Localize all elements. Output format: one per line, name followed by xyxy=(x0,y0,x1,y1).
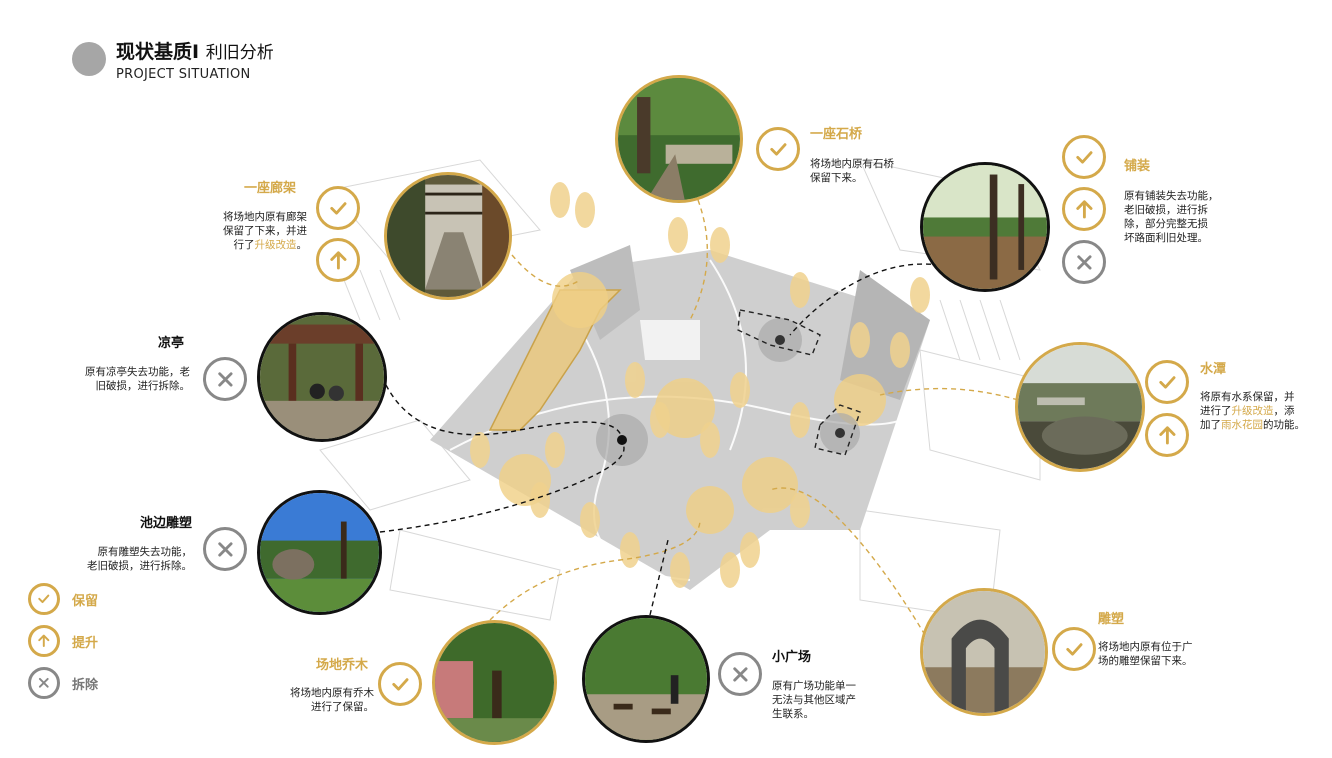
pond-title: 水潭 xyxy=(1200,362,1227,377)
legend-keep-badge xyxy=(28,583,60,615)
photo-trees xyxy=(432,620,557,745)
legend-remove-badge xyxy=(28,667,60,699)
cross-icon xyxy=(217,371,233,387)
pavilion-description: 原有凉亭失去功能，老 旧破损，进行拆除。 xyxy=(85,366,190,392)
legend-keep-label: 保留 xyxy=(72,594,99,609)
pond-upgrade-badge xyxy=(1145,413,1189,457)
plaza-remove-badge xyxy=(718,652,762,696)
pergola-upgrade-badge xyxy=(316,238,360,282)
photo-stone-bridge xyxy=(615,75,743,203)
trees-title: 场地乔木 xyxy=(316,658,369,673)
arrow-up-icon xyxy=(38,634,50,648)
paving-remove-badge xyxy=(1062,240,1106,284)
sculpture-title: 雕塑 xyxy=(1098,612,1125,627)
photo-paving xyxy=(920,162,1050,292)
cross-icon xyxy=(217,541,233,557)
cross-icon xyxy=(39,678,49,688)
pergola-title: 一座廊架 xyxy=(244,181,297,196)
arrow-up-icon xyxy=(1158,425,1176,445)
pergola-description: 将场地内原有廊架 保留了下来，并进 行了升级改造。 xyxy=(223,211,307,251)
trees-keep-badge xyxy=(378,662,422,706)
site-plan-axonometric xyxy=(319,159,1041,621)
photo-pergola xyxy=(384,172,512,300)
photo-sculpture xyxy=(920,588,1048,716)
pond-description: 将原有水系保留，并 进行了升级改造，添 加了雨水花园的功能。 xyxy=(1200,391,1305,431)
pavilion-remove-badge xyxy=(203,357,247,401)
check-icon xyxy=(391,677,409,691)
paving-description: 原有铺装失去功能， 老旧破损，进行拆 除，部分完整无损 坏路面利旧处理。 xyxy=(1124,190,1219,244)
paving-keep-badge xyxy=(1062,135,1106,179)
plaza-title: 小广场 xyxy=(772,650,812,665)
cross-icon xyxy=(732,666,748,682)
check-icon xyxy=(1065,642,1083,656)
pool-sculpture-remove-badge xyxy=(203,527,247,571)
check-icon xyxy=(1075,150,1093,164)
sculpture-description: 将场地内原有位于广 场的雕塑保留下来。 xyxy=(1098,641,1193,667)
plaza-description: 原有广场功能单一 无法与其他区域产 生联系。 xyxy=(772,680,856,720)
check-icon xyxy=(769,142,787,156)
page-subtitle: PROJECT SITUATION xyxy=(116,67,251,82)
legend-upgrade-badge xyxy=(28,625,60,657)
header-bullet xyxy=(72,42,106,76)
photo-pool-sculpture xyxy=(257,490,382,615)
bridge-description: 将场地内原有石桥 保留下来。 xyxy=(810,158,894,184)
pool-sculpture-title: 池边雕塑 xyxy=(140,516,193,531)
sculpture-keep-badge xyxy=(1052,627,1096,671)
bridge-title: 一座石桥 xyxy=(810,127,863,142)
legend-upgrade-label: 提升 xyxy=(72,636,99,651)
photo-pond xyxy=(1015,342,1145,472)
legend-remove-label: 拆除 xyxy=(72,678,99,693)
pergola-keep-badge xyxy=(316,186,360,230)
paving-upgrade-badge xyxy=(1062,187,1106,231)
pool-sculpture-description: 原有雕塑失去功能， 老旧破损，进行拆除。 xyxy=(87,546,192,572)
page-title: 现状基质I 利旧分析 xyxy=(116,41,274,63)
check-icon xyxy=(38,594,50,604)
trees-description: 将场地内原有乔木 进行了保留。 xyxy=(290,687,374,713)
photo-pavilion xyxy=(257,312,387,442)
pond-keep-badge xyxy=(1145,360,1189,404)
arrow-up-icon xyxy=(329,250,347,270)
bridge-keep-badge xyxy=(756,127,800,171)
cross-icon xyxy=(1076,254,1092,270)
photo-small-plaza xyxy=(582,615,710,743)
arrow-up-icon xyxy=(1075,199,1093,219)
check-icon xyxy=(329,201,347,215)
check-icon xyxy=(1158,375,1176,389)
paving-title: 铺装 xyxy=(1124,159,1151,174)
pavilion-title: 凉亭 xyxy=(158,336,185,351)
